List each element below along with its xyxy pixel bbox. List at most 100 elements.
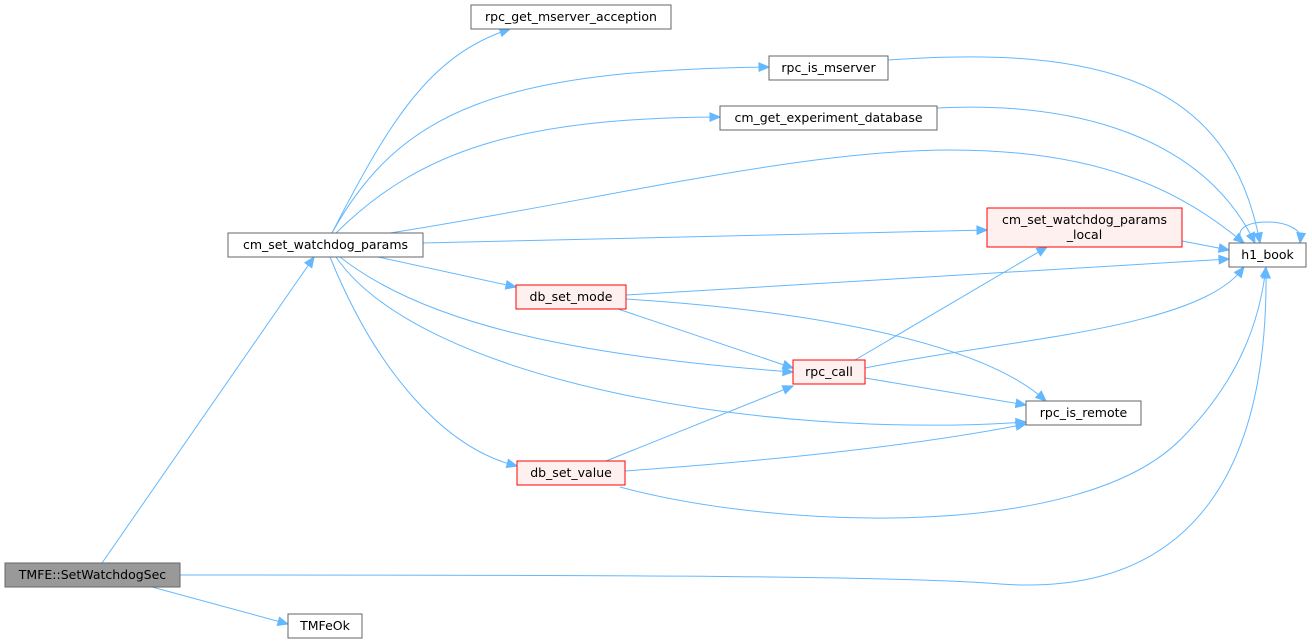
- edge-line: [335, 256, 1027, 426]
- node-label: rpc_is_remote: [1040, 405, 1128, 420]
- node-box: [719, 105, 938, 131]
- edge-line: [864, 377, 1027, 406]
- node-label: TMFeOk: [299, 618, 350, 633]
- edge-h1-book-to-h1-book: [1239, 221, 1307, 245]
- edge-db-set-mode-to-rpc-call: [617, 308, 795, 370]
- node-box: [227, 232, 424, 258]
- node-label: TMFE::SetWatchdogSec: [18, 567, 167, 582]
- arrowhead-icon: [1233, 265, 1245, 279]
- node-rpc-get-mserver-acception[interactable]: rpc_get_mserver_acception: [470, 4, 672, 30]
- edge-line: [619, 266, 1267, 519]
- arrowhead-icon: [1035, 246, 1049, 257]
- edge-cm-set-watchdog-params-to-db-set-value: [329, 256, 519, 469]
- edge-cm-set-watchdog-params-to-rpc-call: [339, 256, 795, 377]
- arrowhead-icon: [504, 279, 518, 290]
- edge-cm-set-watchdog-params-to-cm-set-watchdog-params-local: [422, 225, 989, 244]
- edge-rpc-call-to-h1-book: [864, 265, 1245, 369]
- node-tmfeok[interactable]: TMFeOk: [287, 613, 363, 639]
- edge-line: [625, 298, 1047, 402]
- edge-db-set-value-to-rpc-is-remote: [624, 421, 1028, 472]
- edge-line: [101, 256, 315, 564]
- node-rpc-call[interactable]: rpc_call: [792, 359, 866, 385]
- edge-line: [389, 149, 1245, 244]
- edge-line: [605, 385, 794, 462]
- arrowhead-icon: [709, 112, 722, 123]
- node-box: [1228, 242, 1307, 268]
- node-label: rpc_get_mserver_acception: [485, 9, 657, 24]
- edge-cm-set-watchdog-params-to-cm-get-experiment-database: [335, 112, 722, 234]
- node-db-set-value[interactable]: db_set_value: [516, 460, 626, 486]
- node-box: [986, 207, 1183, 248]
- arrowhead-icon: [1217, 243, 1231, 253]
- arrowhead-icon: [303, 255, 315, 269]
- node-label: rpc_call: [805, 364, 853, 379]
- arrowhead-icon: [781, 385, 795, 395]
- arrowhead-icon: [1014, 398, 1028, 409]
- node-label: _local: [1066, 227, 1102, 242]
- node-box: [516, 460, 626, 486]
- node-box: [287, 613, 363, 639]
- edge-line: [936, 106, 1256, 244]
- arrowhead-icon: [781, 359, 795, 370]
- node-cm-set-watchdog-params[interactable]: cm_set_watchdog_params: [227, 232, 424, 258]
- arrowhead-icon: [1259, 265, 1270, 278]
- node-label: cm_get_experiment_database: [734, 110, 922, 125]
- edge-cm-set-watchdog-params-to-rpc-is-mserver: [331, 62, 771, 234]
- edge-line: [887, 56, 1261, 244]
- arrowhead-icon: [505, 458, 519, 469]
- node-label: db_set_mode: [530, 289, 613, 304]
- edge-line: [377, 256, 517, 288]
- nodes-layer: TMFE::SetWatchdogSec cm_set_watchdog_para…: [4, 4, 1307, 639]
- node-rpc-is-mserver[interactable]: rpc_is_mserver: [768, 55, 889, 81]
- edge-cm-set-watchdog-params-to-db-set-mode: [377, 256, 518, 290]
- node-h1-book[interactable]: h1_book: [1228, 242, 1307, 268]
- edge-cm-set-watchdog-params-to-h1-book: [389, 149, 1246, 244]
- edge-line: [179, 267, 1267, 586]
- node-box: [515, 284, 627, 310]
- arrowhead-icon: [1014, 421, 1028, 431]
- arrowhead-icon: [1034, 390, 1047, 402]
- edges-layer: [101, 27, 1307, 626]
- node-box: [470, 4, 672, 30]
- edge-line: [335, 116, 721, 234]
- edge-line: [625, 258, 1230, 296]
- arrowhead-icon: [976, 225, 989, 236]
- arrowhead-icon: [1232, 232, 1246, 244]
- node-label: db_set_value: [530, 465, 612, 480]
- edge-tmfe-setwatchdogsec-to-tmfeok: [151, 586, 290, 626]
- edge-cm-get-experiment-database-to-h1-book: [936, 106, 1256, 245]
- edge-cm-set-watchdog-params-local-to-h1-book: [1181, 240, 1231, 253]
- node-tmfe-setwatchdogsec[interactable]: TMFE::SetWatchdogSec: [4, 562, 181, 588]
- arrowhead-icon: [782, 366, 795, 377]
- edge-line: [331, 28, 511, 234]
- edge-line: [864, 266, 1245, 369]
- node-cm-set-watchdog-params-local[interactable]: cm_set_watchdog_params_local: [986, 207, 1183, 248]
- edge-db-set-value-to-rpc-call: [605, 385, 795, 462]
- edge-db-set-mode-to-rpc-is-remote: [625, 298, 1047, 402]
- node-box: [1025, 400, 1142, 426]
- edge-line: [617, 308, 794, 369]
- edge-db-set-value-to-h1-book: [619, 265, 1270, 519]
- node-box: [4, 562, 181, 588]
- edge-line: [151, 586, 289, 625]
- edge-cm-set-watchdog-params-to-rpc-is-remote: [335, 256, 1028, 428]
- edge-line: [331, 66, 770, 234]
- arrowhead-icon: [758, 62, 771, 73]
- edge-db-set-mode-to-h1-book: [625, 254, 1231, 296]
- node-box: [768, 55, 889, 81]
- node-label: cm_set_watchdog_params: [243, 237, 408, 252]
- node-cm-get-experiment-database[interactable]: cm_get_experiment_database: [719, 105, 938, 131]
- edge-rpc-call-to-rpc-is-remote: [864, 377, 1028, 409]
- edge-line: [422, 229, 988, 244]
- edge-line: [854, 246, 1048, 361]
- edge-line: [329, 256, 518, 467]
- arrowhead-icon: [276, 616, 290, 626]
- arrowhead-icon: [1218, 254, 1231, 265]
- node-rpc-is-remote[interactable]: rpc_is_remote: [1025, 400, 1142, 426]
- arrowhead-icon: [1253, 231, 1263, 245]
- node-label: cm_set_watchdog_params: [1002, 212, 1167, 227]
- node-db-set-mode[interactable]: db_set_mode: [515, 284, 627, 310]
- node-label: rpc_is_mserver: [781, 60, 876, 75]
- node-label: h1_book: [1241, 247, 1294, 262]
